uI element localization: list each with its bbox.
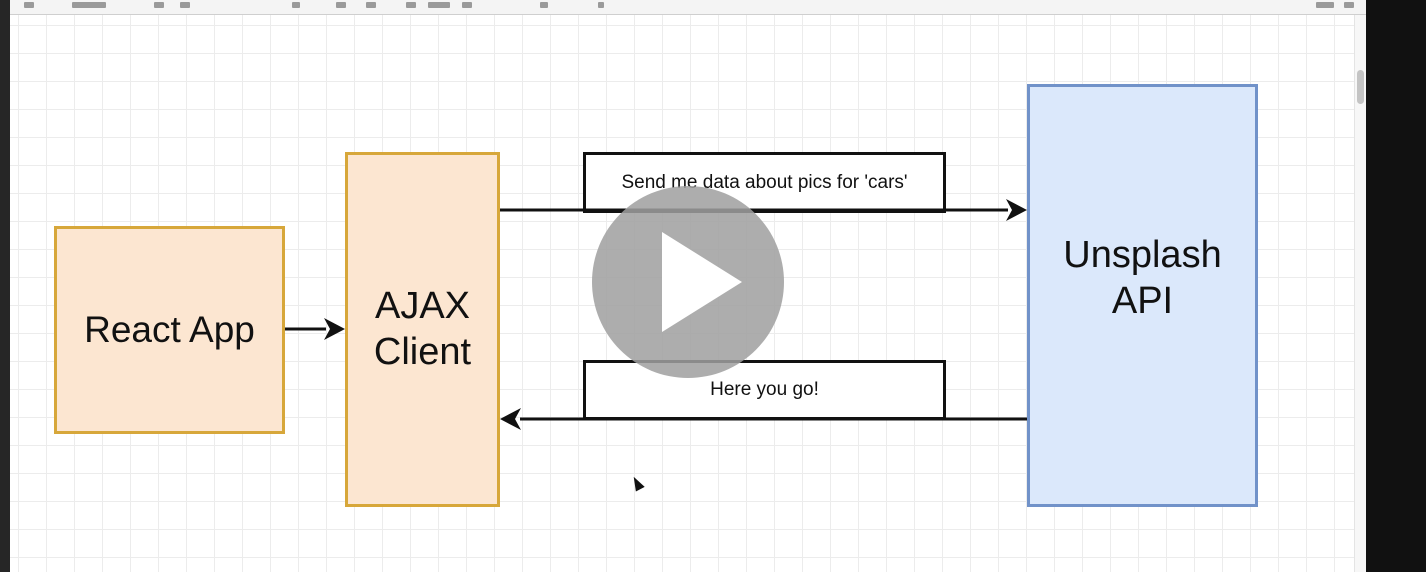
react-to-ajax-arrow[interactable] — [285, 318, 345, 340]
toolbar-icon[interactable] — [292, 2, 300, 8]
toolbar-icon[interactable] — [24, 2, 34, 8]
response-message-label: Here you go! — [710, 379, 819, 400]
toolbar-icon[interactable] — [406, 2, 416, 8]
toolbar-icon[interactable] — [462, 2, 472, 8]
play-button[interactable] — [592, 186, 784, 378]
request-message-box[interactable]: Send me data about pics for 'cars' — [583, 152, 946, 213]
toolbar-icon[interactable] — [72, 2, 106, 8]
editor-toolbar — [10, 0, 1366, 15]
toolbar-icon[interactable] — [428, 2, 450, 8]
right-edge — [1366, 0, 1426, 572]
react-app-label: React App — [84, 308, 255, 350]
ajax-client-box[interactable]: AJAX Client — [345, 152, 500, 507]
scrollbar-thumb[interactable] — [1357, 70, 1364, 104]
play-icon — [662, 232, 742, 332]
toolbar-icon[interactable] — [180, 2, 190, 8]
unsplash-api-label: Unsplash API — [1063, 233, 1222, 322]
response-arrow[interactable] — [500, 408, 1027, 430]
toolbar-icon[interactable] — [1344, 2, 1354, 8]
request-arrow[interactable] — [500, 199, 1027, 221]
toolbar-icon[interactable] — [154, 2, 164, 8]
left-edge — [0, 0, 10, 572]
toolbar-icon[interactable] — [336, 2, 346, 8]
ajax-client-label: AJAX Client — [373, 284, 472, 373]
toolbar-icon[interactable] — [366, 2, 376, 8]
toolbar-icon[interactable] — [1316, 2, 1334, 8]
response-message-box[interactable]: Here you go! — [583, 360, 946, 420]
vertical-scrollbar[interactable] — [1354, 15, 1367, 572]
unsplash-api-box[interactable]: Unsplash API — [1027, 84, 1258, 507]
react-app-box[interactable]: React App — [54, 226, 285, 434]
toolbar-icon[interactable] — [540, 2, 548, 8]
toolbar-icon[interactable] — [598, 2, 604, 8]
